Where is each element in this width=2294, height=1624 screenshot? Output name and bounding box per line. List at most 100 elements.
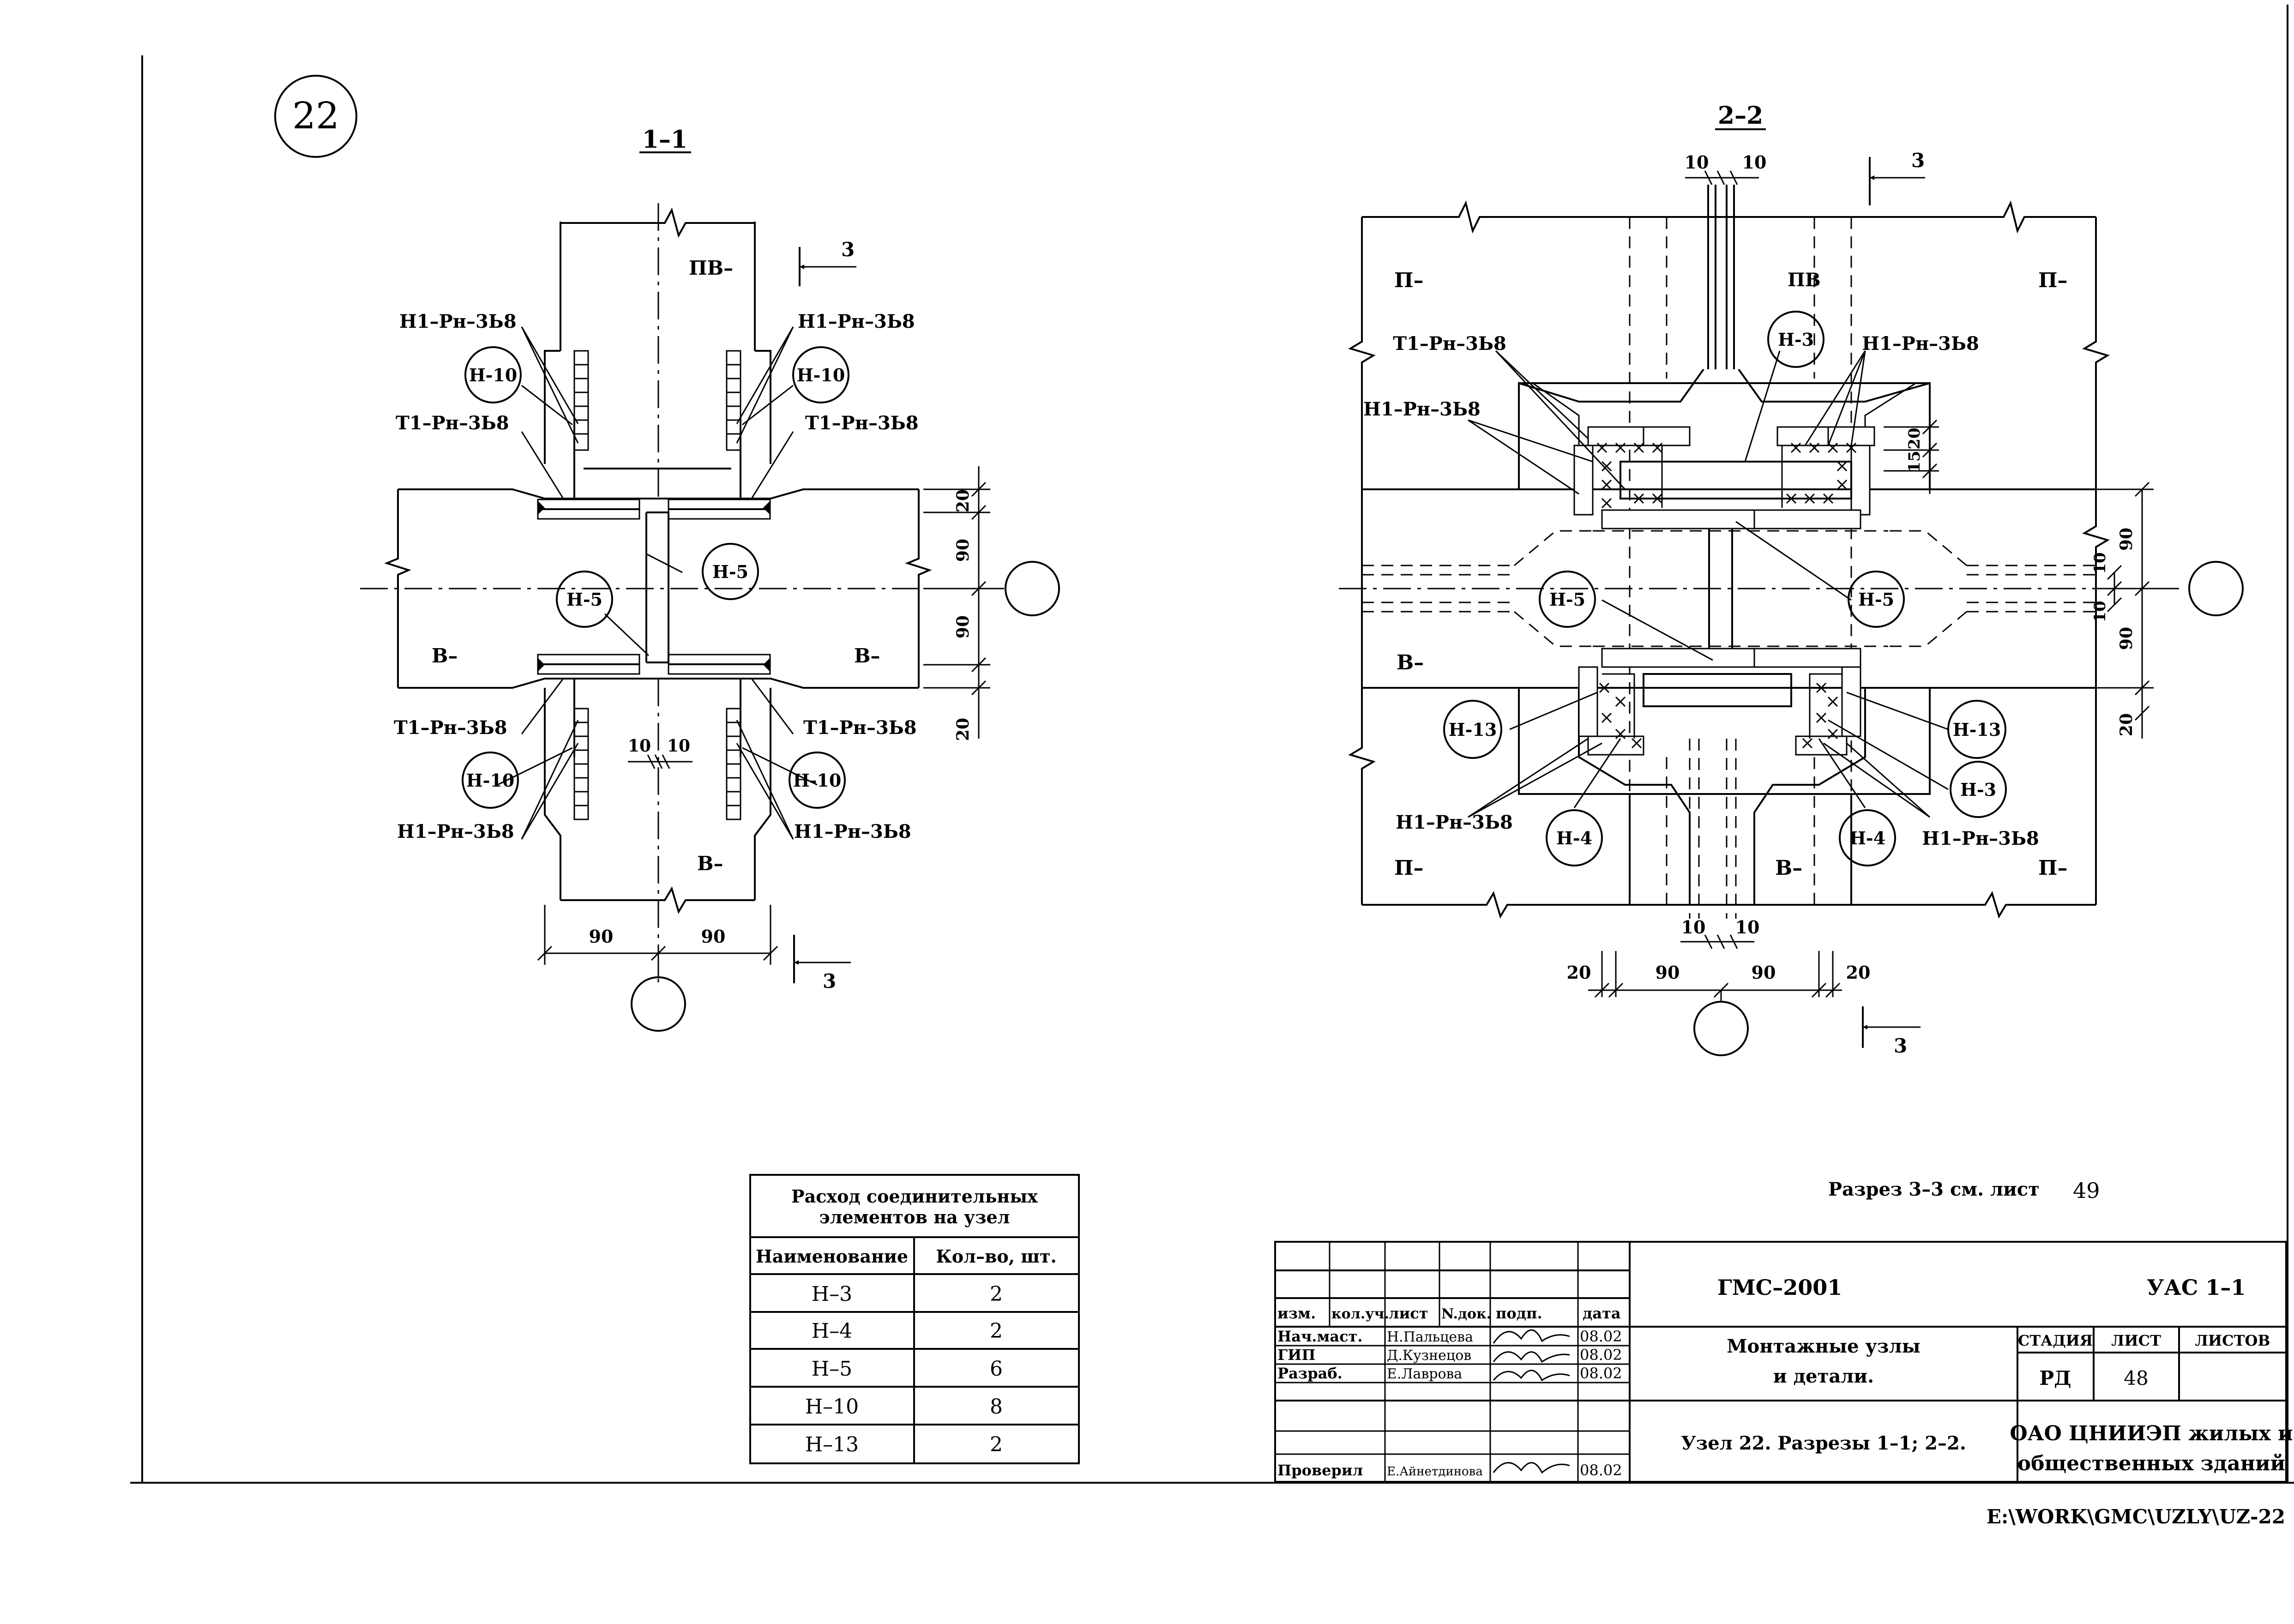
- svg-text:20: 20: [2117, 713, 2136, 736]
- t1-bot-right-label: Т1–Рн–3Ь8: [803, 717, 917, 739]
- svg-text:Расход соединительных: Расход соединительных: [791, 1186, 1038, 1207]
- section-mark-bottom-2-2: 3: [1862, 1006, 1921, 1057]
- slab-2-2: П– П– В– П– П– В– ПВ: [1339, 200, 2133, 919]
- axis-marker-bottom-2-2: [1693, 1001, 1749, 1056]
- svg-text:ЛИСТОВ: ЛИСТОВ: [2195, 1332, 2270, 1349]
- t1-bot-left-label: Т1–Рн–3Ь8: [394, 717, 507, 739]
- callout-n5-left: Н-5: [556, 571, 613, 628]
- bottom-plates-2-2: [1578, 648, 1861, 756]
- dims-10-1-1: 10 10: [628, 736, 692, 769]
- svg-text:90: 90: [2117, 627, 2136, 650]
- dims-right-1-1: 20 90 90 20: [923, 466, 1060, 741]
- svg-text:Наименование: Наименование: [756, 1246, 908, 1267]
- svg-text:3: 3: [1894, 1035, 1907, 1057]
- svg-text:П–: П–: [1394, 856, 1424, 880]
- upper-column: ПВ–: [544, 203, 771, 499]
- pv-label: ПВ–: [689, 257, 733, 279]
- note-sheet: 49: [2073, 1178, 2100, 1203]
- svg-text:20: 20: [1567, 962, 1591, 983]
- steel-plates: [537, 499, 771, 675]
- svg-text:8: 8: [990, 1395, 1003, 1419]
- title-block: ГМС–2001 УАС 1–1 изм. кол.уч. лист N.док…: [1274, 1241, 2293, 1483]
- svg-text:лист: лист: [1389, 1305, 1428, 1322]
- v-left-label: В–: [432, 644, 458, 667]
- svg-text:РД: РД: [2040, 1367, 2071, 1389]
- svg-text:08.02: 08.02: [1580, 1328, 1622, 1345]
- svg-text:В–: В–: [1775, 856, 1802, 880]
- svg-text:Н.Пальцева: Н.Пальцева: [1387, 1329, 1473, 1345]
- svg-text:Разраб.: Разраб.: [1277, 1365, 1343, 1382]
- section-3-3-note: Разрез 3–3 см. лист 49: [1828, 1178, 2100, 1203]
- dims-right-2-2: 20 15 90 90 20 10 10: [1884, 419, 2244, 739]
- svg-text:Н-5: Н-5: [712, 561, 748, 582]
- svg-text:20: 20: [953, 489, 973, 512]
- signature-marks: [1493, 1329, 1570, 1474]
- section-1-1: 1–1 ПВ– В– В–: [360, 126, 1060, 1032]
- section-mark-top: 3: [799, 238, 856, 286]
- svg-text:Нач.маст.: Нач.маст.: [1277, 1328, 1363, 1345]
- callout-n5-right-2-2: Н-5: [1848, 571, 1905, 628]
- consumption-table: Расход соединительных элементов на узел …: [749, 1174, 1080, 1464]
- svg-text:20: 20: [1905, 427, 1924, 449]
- h1-bot-left-label: Н1–Рн–3Ь8: [397, 821, 514, 842]
- svg-text:3: 3: [841, 238, 855, 261]
- svg-text:90: 90: [1752, 962, 1776, 983]
- svg-text:Н-10: Н-10: [797, 365, 845, 385]
- hidden-lines: [1362, 217, 2096, 919]
- callout-n3-right: Н-3: [1950, 761, 2007, 818]
- svg-text:3: 3: [823, 970, 836, 992]
- svg-text:П–: П–: [2038, 856, 2068, 880]
- svg-text:ГМС–2001: ГМС–2001: [1717, 1275, 1842, 1300]
- file-path: E:\WORK\GMC\UZLY\UZ-22: [1987, 1505, 2285, 1528]
- callout-n10-br: Н-10: [789, 752, 846, 809]
- h1-top-right-label: Н1–Рн–3Ь8: [798, 311, 915, 332]
- svg-text:ПВ: ПВ: [1788, 269, 1821, 291]
- leaders-2-2: [1468, 350, 1949, 818]
- axis-marker-right: [1005, 561, 1060, 616]
- svg-text:Н1–Рн–3Ь8: Н1–Рн–3Ь8: [1363, 398, 1481, 420]
- svg-text:Н-13: Н-13: [1449, 719, 1497, 740]
- svg-text:10: 10: [1742, 152, 1767, 173]
- callout-n4-left: Н-4: [1546, 809, 1603, 866]
- svg-text:и детали.: и детали.: [1773, 1365, 1874, 1387]
- callout-n10-tr: Н-10: [792, 346, 849, 403]
- svg-text:П–: П–: [1394, 269, 1424, 292]
- svg-text:10: 10: [667, 736, 690, 756]
- svg-text:15: 15: [1905, 451, 1924, 472]
- dims-top-2-2: 10 10: [1685, 152, 1767, 185]
- svg-text:2: 2: [990, 1433, 1003, 1456]
- t1-top-left-label: Т1–Рн–3Ь8: [396, 412, 509, 434]
- svg-text:90: 90: [953, 615, 973, 638]
- svg-text:Н1–Рн–3Ь8: Н1–Рн–3Ь8: [1922, 828, 2039, 849]
- svg-text:подп.: подп.: [1496, 1305, 1542, 1322]
- svg-text:90: 90: [1656, 962, 1680, 983]
- svg-text:ЛИСТ: ЛИСТ: [2111, 1332, 2161, 1349]
- v-right-label: В–: [854, 644, 880, 667]
- svg-text:10: 10: [1681, 917, 1706, 938]
- t1-top-right-label: Т1–Рн–3Ь8: [805, 412, 919, 434]
- svg-text:Д.Кузнецов: Д.Кузнецов: [1387, 1347, 1471, 1364]
- callout-n5-left-2-2: Н-5: [1539, 571, 1596, 628]
- svg-text:N.док.: N.док.: [1441, 1306, 1491, 1322]
- sheet-frame: [130, 5, 2294, 1484]
- callout-n13-left: Н-13: [1443, 700, 1502, 759]
- node-number: 22: [292, 94, 339, 137]
- svg-text:Н–5: Н–5: [812, 1357, 852, 1381]
- callout-n10-tl: Н-10: [464, 346, 522, 403]
- h1-top-left-label: Н1–Рн–3Ь8: [399, 311, 517, 332]
- svg-text:Н-4: Н-4: [1556, 828, 1592, 848]
- svg-text:6: 6: [990, 1357, 1003, 1381]
- svg-text:3: 3: [1911, 149, 1925, 172]
- svg-text:Н-10: Н-10: [466, 770, 515, 791]
- svg-text:48: 48: [2124, 1367, 2148, 1389]
- svg-text:Н-5: Н-5: [1549, 589, 1585, 610]
- svg-text:ГИП: ГИП: [1277, 1346, 1316, 1364]
- lower-column: В–: [544, 679, 771, 983]
- note-text: Разрез 3–3 см. лист: [1828, 1179, 2040, 1200]
- callout-n10-bl: Н-10: [462, 752, 519, 809]
- h1-bot-right-label: Н1–Рн–3Ь8: [794, 821, 911, 842]
- callout-n13-right: Н-13: [1947, 700, 2006, 759]
- svg-text:П–: П–: [2038, 269, 2068, 292]
- svg-text:Н-10: Н-10: [469, 365, 518, 385]
- svg-text:Е.Айнетдинова: Е.Айнетдинова: [1387, 1465, 1483, 1479]
